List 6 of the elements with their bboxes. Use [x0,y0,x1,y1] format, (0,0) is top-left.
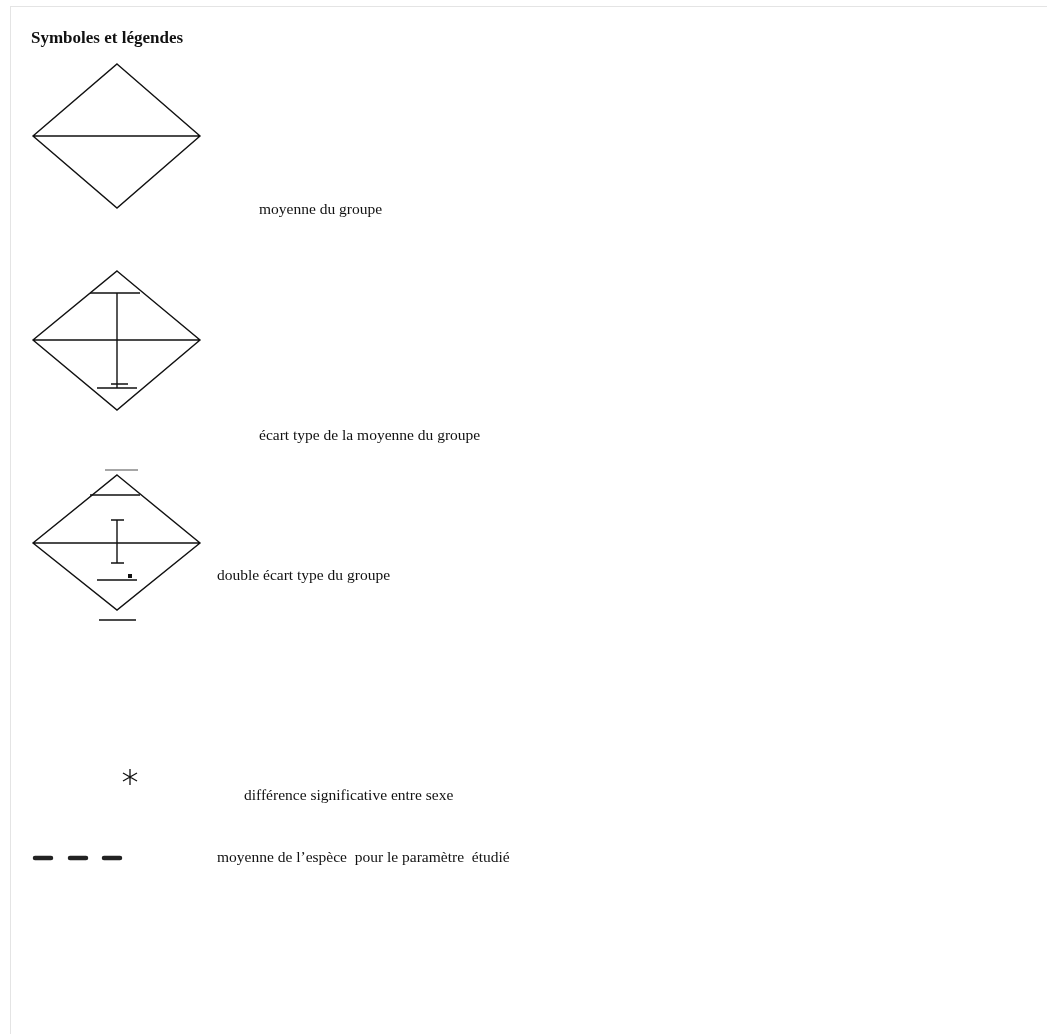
legend-text: double écart type du groupe [217,566,391,584]
legend-text: moyenne de l’espèce pour le paramètre étudié [217,848,510,866]
legend-title: Symboles et légendes [31,28,184,48]
legend-text: moyenne du groupe [259,200,383,218]
legend-text: différence significative entre sexe [244,786,454,804]
legend-text: écart type de la moyenne du groupe [259,426,481,444]
